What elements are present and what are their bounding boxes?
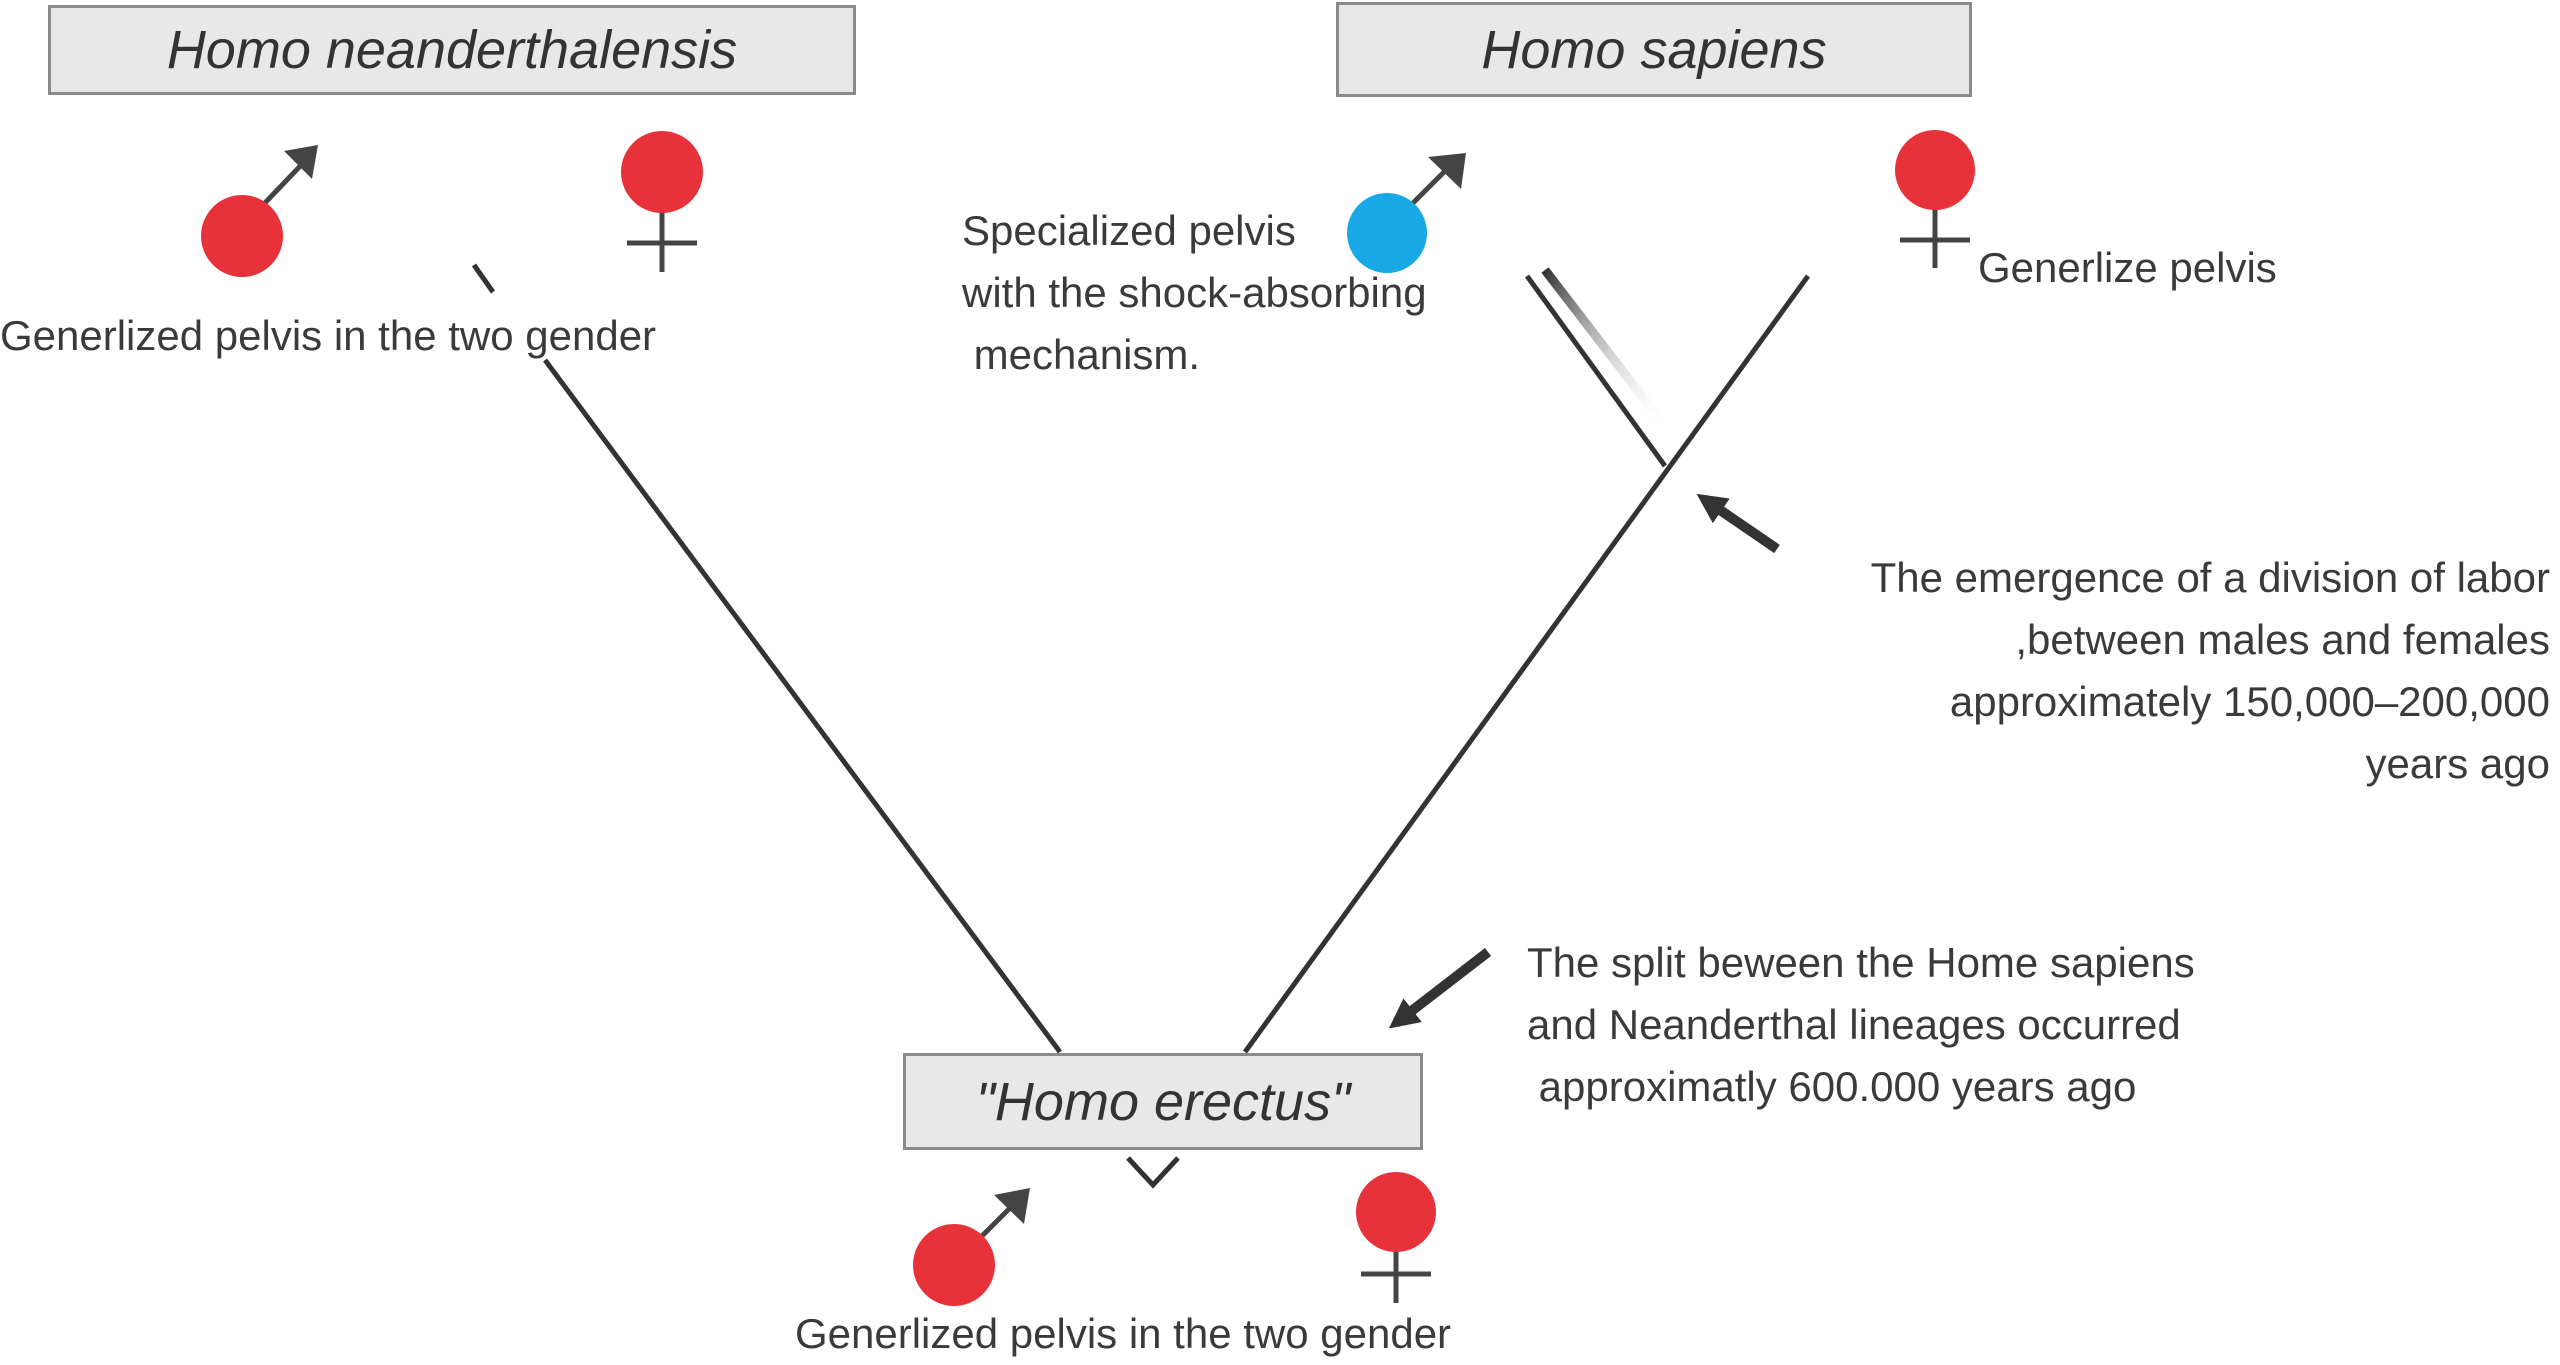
erectus-title: "Homo erectus": [975, 1071, 1351, 1132]
neanderthal-branch-line: [542, 358, 1063, 1054]
division-of-labor-line-4: years ago: [2365, 740, 2550, 787]
division-of-labor-note: The emergence of a division of labor ,be…: [1871, 547, 2550, 795]
neanderthal-title-box: Homo neanderthalensis: [48, 5, 856, 95]
split-arrow-icon: [1388, 948, 1492, 1029]
sapiens-male-pelvis-line-1: Specialized pelvis: [962, 207, 1296, 254]
division-of-labor-arrow-icon: [1696, 493, 1780, 554]
neanderthal-female-symbol-icon: [621, 131, 703, 272]
split-line-3: approximatly 600.000 years ago: [1527, 1063, 2137, 1110]
erectus-pelvis-note: Generlized pelvis in the two gender: [795, 1303, 1451, 1365]
sapiens-female-pelvis-text: Generlize pelvis: [1978, 244, 2277, 291]
sapiens-title: Homo sapiens: [1481, 19, 1827, 80]
sapiens-branch-line: [1242, 274, 1811, 1054]
erectus-title-box: "Homo erectus": [903, 1053, 1423, 1150]
neanderthal-male-symbol-icon: [201, 145, 318, 277]
division-of-labor-line-1: The emergence of a division of labor: [1870, 554, 2550, 601]
sapiens-female-pelvis-note: Generlize pelvis: [1978, 237, 2277, 299]
neanderthal-branch-tip: [471, 263, 496, 294]
erectus-female-symbol-icon: [1356, 1172, 1436, 1303]
erectus-root-notch: [1126, 1156, 1180, 1189]
division-of-labor-line-2: ,between males and females: [2015, 616, 2550, 663]
neanderthal-pelvis-note: Generlized pelvis in the two gender: [0, 305, 656, 367]
erectus-pelvis-text: Generlized pelvis in the two gender: [795, 1310, 1452, 1357]
split-line-2: and Neanderthal lineages occurred: [1527, 1001, 2181, 1048]
sapiens-title-box: Homo sapiens: [1336, 2, 1972, 97]
division-of-labor-line-3: approximately 150,000–200,000: [1949, 678, 2550, 725]
sapiens-male-branch-line: [1524, 274, 1668, 468]
sapiens-male-pelvis-note: Specialized pelvis with the shock-absorb…: [962, 200, 1427, 386]
split-line-1: The split beween the Home sapiens: [1527, 939, 2195, 986]
sapiens-male-pelvis-line-2: with the shock-absorbing: [962, 269, 1427, 316]
sapiens-male-symbol-icon: [1347, 153, 1466, 273]
neanderthal-pelvis-text: Generlized pelvis in the two gender: [0, 312, 657, 359]
sapiens-male-branch-shading: [1541, 267, 1672, 433]
split-note: The split beween the Home sapiens and Ne…: [1527, 932, 2195, 1118]
sapiens-female-symbol-icon: [1895, 130, 1975, 268]
neanderthal-title: Homo neanderthalensis: [166, 20, 738, 80]
erectus-male-symbol-icon: [913, 1188, 1030, 1306]
sapiens-male-pelvis-line-3: mechanism.: [962, 331, 1201, 378]
